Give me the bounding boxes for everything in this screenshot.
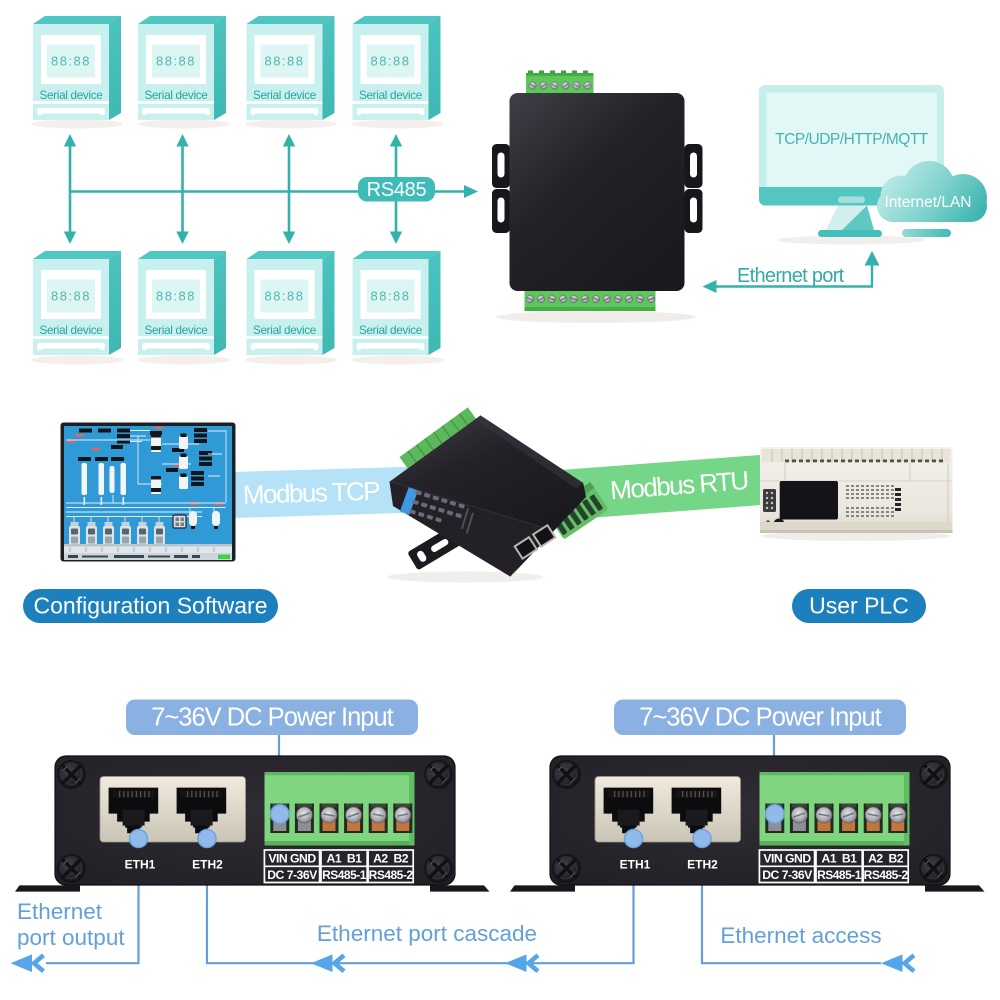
svg-text:Ethernet: Ethernet — [17, 899, 103, 924]
svg-text:Ethernet port cascade: Ethernet port cascade — [317, 921, 537, 946]
svg-text:RS485: RS485 — [367, 179, 427, 201]
svg-text:Ethernet port: Ethernet port — [737, 265, 845, 287]
svg-text:7~36V DC Power Input: 7~36V DC Power Input — [151, 704, 393, 732]
svg-text:Ethernet access: Ethernet access — [720, 923, 881, 948]
svg-text:TCP/UDP/HTTP/MQTT: TCP/UDP/HTTP/MQTT — [775, 131, 929, 148]
svg-text:Modbus TCP: Modbus TCP — [242, 476, 379, 510]
svg-text:7~36V DC Power Input: 7~36V DC Power Input — [639, 704, 881, 732]
svg-text:Configuration Software: Configuration Software — [34, 593, 268, 619]
svg-text:port output: port output — [17, 925, 125, 950]
svg-text:Internet/LAN: Internet/LAN — [884, 194, 971, 211]
svg-text:User PLC: User PLC — [809, 593, 909, 619]
